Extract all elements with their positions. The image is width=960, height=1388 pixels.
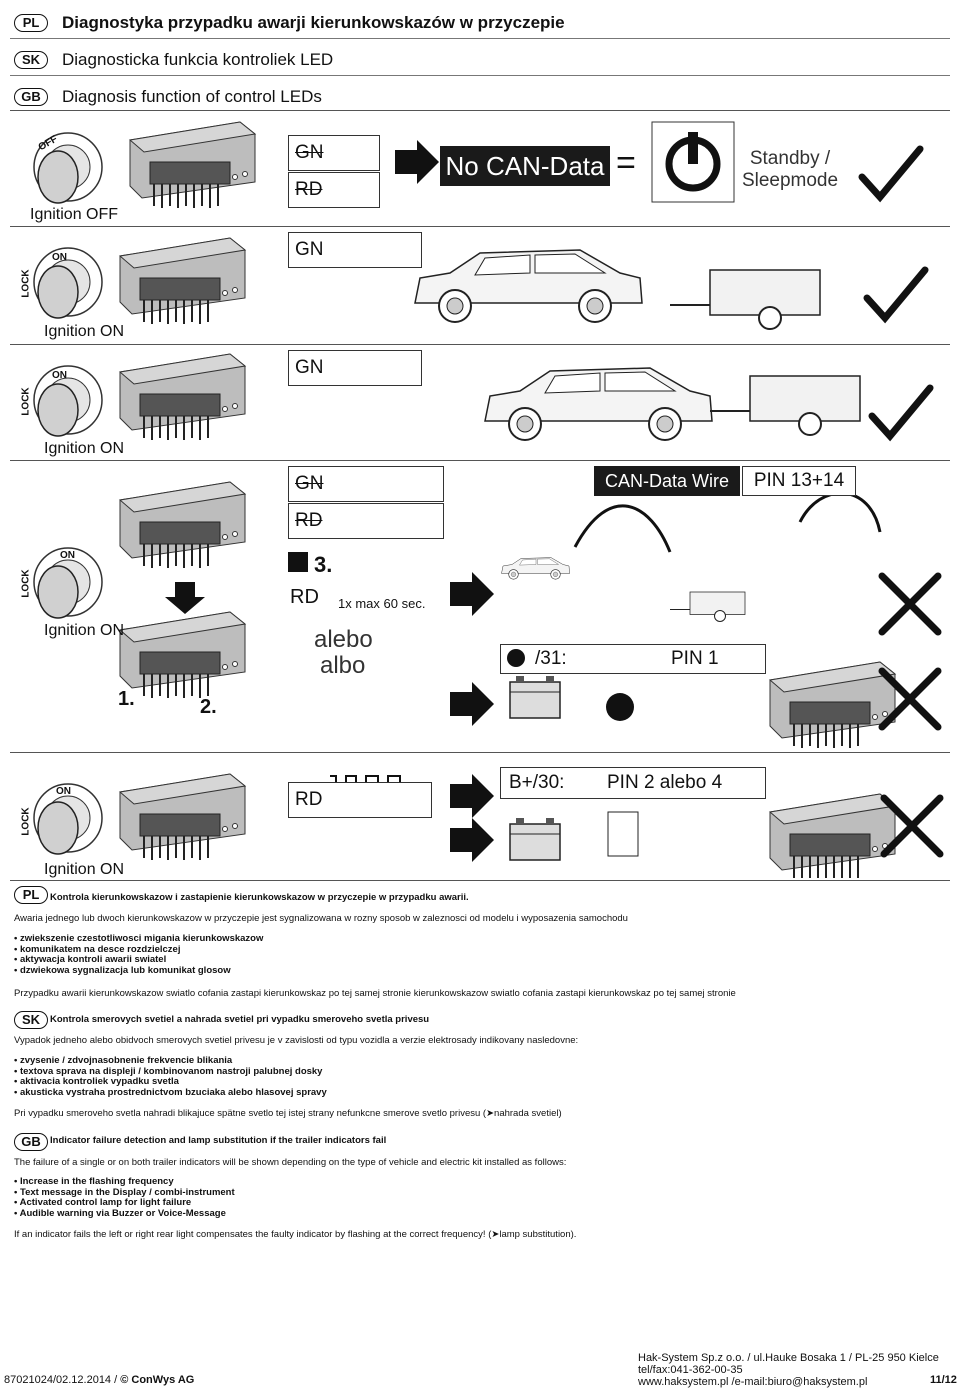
sk-outro: Pri vypadku smeroveho svetla nahradi bli… bbox=[14, 1108, 562, 1119]
gb-outro: If an indicator fails the left or right … bbox=[14, 1229, 577, 1240]
arrow-icon: ➤ bbox=[486, 1108, 495, 1119]
standby-label: Standby / bbox=[749, 148, 831, 169]
list-item: aktivacia kontroliek vypadku svetla bbox=[14, 1076, 327, 1088]
bplus-pin-box: B+/30: PIN 2 alebo 4 bbox=[500, 767, 766, 799]
gn-box: GN bbox=[288, 232, 422, 268]
lang-badge-pl: PL bbox=[14, 14, 48, 32]
page-number: 11/12 bbox=[930, 1374, 957, 1386]
key-lock-label: LOCK bbox=[20, 807, 32, 836]
arrow-icon bbox=[288, 552, 308, 572]
row4-diagram bbox=[33, 481, 950, 749]
title-sk: Diagnosticka funkcia kontroliek LED bbox=[62, 50, 334, 69]
arrow-icon: ➤ bbox=[491, 1229, 500, 1240]
ground-label: /31: bbox=[535, 648, 567, 669]
row-divider bbox=[10, 460, 950, 461]
ignition-on-label: Ignition ON bbox=[44, 622, 125, 639]
lang-badge-sk: SK bbox=[14, 51, 48, 69]
key-lock-label: LOCK bbox=[20, 387, 32, 416]
rd-pulse-label: RD bbox=[290, 586, 319, 608]
gn-box: GN bbox=[288, 466, 444, 502]
footer-web: www.haksystem.pl /e-mail:biuro@haksystem… bbox=[638, 1376, 868, 1388]
list-item: Increase in the flashing frequency bbox=[14, 1176, 235, 1188]
lang-badge-sk: SK bbox=[14, 1011, 48, 1029]
ignition-on-label: Ignition ON bbox=[44, 323, 125, 340]
list-item: Activated control lamp for light failure bbox=[14, 1197, 235, 1209]
rd-box: RD bbox=[288, 782, 432, 818]
step-2-label: 2. bbox=[200, 696, 217, 718]
sk-intro: Vypadok jedneho alebo obidvoch smerovych… bbox=[14, 1035, 579, 1046]
pl-intro: Awaria jednego lub dwoch kierunkowskazow… bbox=[14, 913, 628, 924]
lang-badge-pl: PL bbox=[14, 886, 48, 904]
pin-1-label: PIN 1 bbox=[671, 648, 719, 669]
list-item: akusticka vystraha prostrednictvom bzuci… bbox=[14, 1087, 327, 1099]
alebo-label: alebo bbox=[314, 626, 373, 653]
albo-label: albo bbox=[320, 652, 366, 679]
rd-box: RD bbox=[288, 503, 444, 539]
lang-badge-gb: GB bbox=[14, 1133, 48, 1151]
gn-box: GN bbox=[288, 350, 422, 386]
footer-company: Hak-System Sp.z o.o. / ul.Hauke Bosaka 1… bbox=[638, 1352, 939, 1364]
row-divider bbox=[10, 110, 950, 111]
key-lock-label: LOCK bbox=[20, 269, 32, 298]
key-on-label: ON bbox=[56, 786, 71, 797]
row5-diagram bbox=[33, 773, 950, 878]
key-lock-label: LOCK bbox=[20, 569, 32, 598]
key-on-label: ON bbox=[52, 252, 67, 263]
pin-2-4-label: PIN 2 alebo 4 bbox=[607, 772, 723, 793]
list-item: komunikatem na desce rozdzielczej bbox=[14, 944, 263, 956]
list-item: aktywacja kontroli awarii swiatel bbox=[14, 954, 263, 966]
key-on-label: ON bbox=[52, 370, 67, 381]
row-divider bbox=[10, 344, 950, 345]
list-item: Text message in the Display / combi-inst… bbox=[14, 1187, 235, 1199]
title-gb: Diagnosis function of control LEDs bbox=[62, 87, 322, 106]
gb-intro: The failure of a single or on both trail… bbox=[14, 1157, 567, 1168]
pl-outro: Przypadku awarii kierunkowskazow swiatlo… bbox=[14, 988, 736, 999]
no-can-data-badge: No CAN-Data bbox=[440, 146, 610, 186]
list-item: zvysenie / zdvojnasobnenie frekvencie bl… bbox=[14, 1055, 327, 1067]
row1-diagram bbox=[33, 121, 950, 209]
gn-box: GN bbox=[288, 135, 380, 171]
row-divider bbox=[10, 226, 950, 227]
equals-sign: = bbox=[616, 144, 636, 182]
ground-icon bbox=[507, 649, 525, 667]
lang-badge-gb: GB bbox=[14, 88, 48, 106]
rd-box: RD bbox=[288, 172, 380, 208]
footer-tel: tel/fax:041-362-00-35 bbox=[638, 1364, 743, 1376]
row-divider bbox=[10, 752, 950, 753]
list-item: zwiekszenie czestotliwosci migania kieru… bbox=[14, 933, 263, 945]
list-item: textova sprava na displeji / kombinovano… bbox=[14, 1066, 327, 1078]
gb-section-title: Indicator failure detection and lamp sub… bbox=[50, 1135, 387, 1146]
pl-section-title: Kontrola kierunkowskazow i zastapienie k… bbox=[50, 892, 469, 903]
sk-section-title: Kontrola smerovych svetiel a nahrada sve… bbox=[50, 1014, 430, 1025]
ground-pin-box: /31: PIN 1 bbox=[500, 644, 766, 674]
sk-bullet-list: zvysenie / zdvojnasobnenie frekvencie bl… bbox=[14, 1055, 327, 1099]
gb-bullet-list: Increase in the flashing frequency Text … bbox=[14, 1176, 235, 1220]
key-on-label: ON bbox=[60, 550, 75, 561]
list-item: dzwiekowa sygnalizacja lub komunikat glo… bbox=[14, 965, 263, 977]
pl-bullet-list: zwiekszenie czestotliwosci migania kieru… bbox=[14, 933, 263, 977]
divider bbox=[10, 38, 950, 39]
title-pl: Diagnostyka przypadku awarji kierunkowsk… bbox=[62, 13, 565, 32]
pin-13-14-box: PIN 13+14 bbox=[742, 466, 856, 496]
ignition-on-label: Ignition ON bbox=[44, 861, 125, 878]
ignition-off-label: Ignition OFF bbox=[30, 206, 119, 223]
footer-doc-id: 87021024/02.12.2014 / © ConWys AG bbox=[4, 1374, 195, 1386]
step-1-label: 1. bbox=[118, 688, 135, 710]
row-divider bbox=[10, 880, 950, 881]
rd-pulse-note: 1x max 60 sec. bbox=[338, 596, 426, 611]
step-3-label: 3. bbox=[314, 552, 333, 577]
bplus-label: B+/30: bbox=[509, 772, 565, 793]
can-data-wire-badge: CAN-Data Wire bbox=[594, 466, 740, 496]
list-item: Audible warning via Buzzer or Voice-Mess… bbox=[14, 1208, 235, 1220]
row2-diagram bbox=[33, 237, 950, 330]
divider bbox=[10, 75, 950, 76]
sleepmode-label: Sleepmode bbox=[741, 170, 839, 191]
row3-diagram bbox=[33, 353, 950, 441]
ignition-on-label: Ignition ON bbox=[44, 440, 125, 457]
